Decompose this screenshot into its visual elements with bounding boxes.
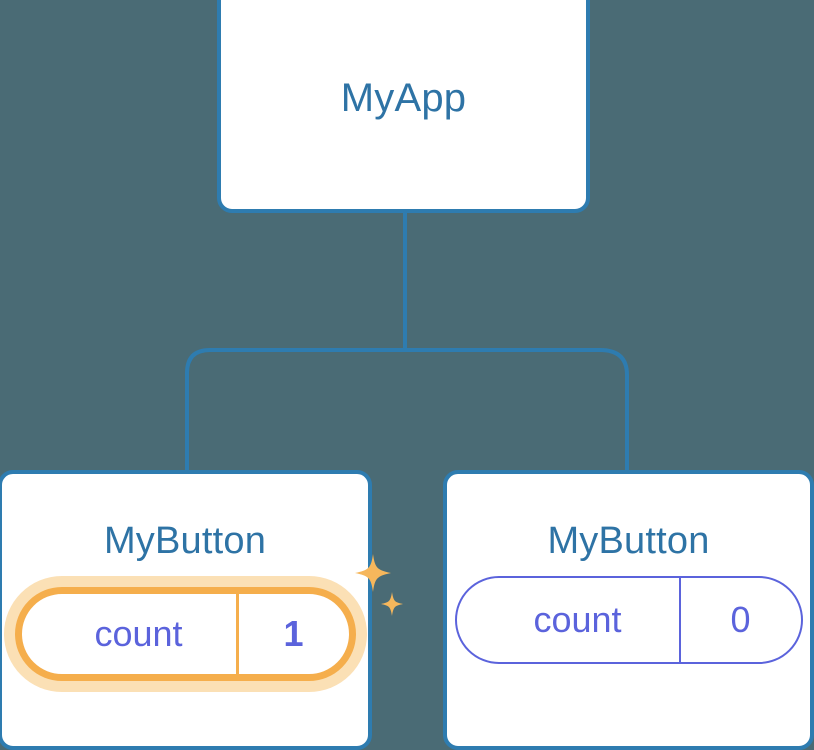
- branch-bar: [185, 348, 629, 470]
- state-value-label: 1: [235, 594, 349, 674]
- node-title: MyButton: [103, 520, 267, 562]
- state-pill[interactable]: count 0: [454, 576, 803, 664]
- node-title: MyButton: [547, 520, 710, 562]
- node-mybutton-left[interactable]: MyButton count 1: [0, 470, 403, 750]
- state-value-label: 0: [678, 578, 801, 662]
- node-title: MyApp: [340, 76, 467, 120]
- state-pill-container: count 1: [2, 554, 403, 692]
- state-key-label: count: [94, 613, 183, 654]
- sparkle-icon-group: [354, 554, 403, 616]
- state-key-label: count: [533, 599, 622, 640]
- node-mybutton-right[interactable]: MyButton count 0: [443, 470, 814, 750]
- state-pill-container: count 0: [447, 576, 810, 664]
- state-pill-highlighted[interactable]: count 1: [14, 587, 356, 681]
- node-myapp[interactable]: MyApp: [217, 0, 590, 213]
- sparkle-icon: [380, 592, 403, 616]
- state-highlight-glow: count 1: [3, 554, 403, 692]
